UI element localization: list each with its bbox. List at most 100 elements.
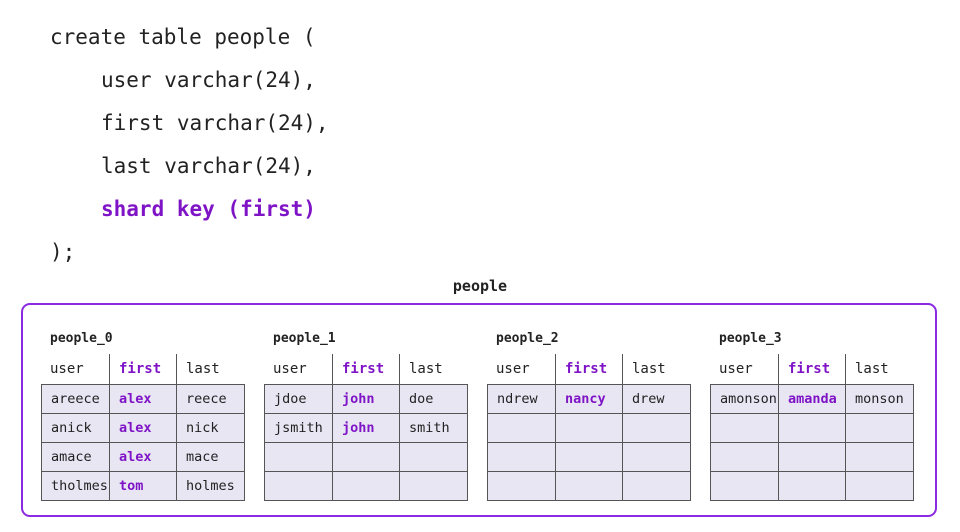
- cell-last: [399, 442, 468, 472]
- cell-user: [487, 413, 556, 443]
- column-header-user: user: [50, 361, 84, 377]
- table-row: [710, 413, 914, 443]
- table-row: [487, 413, 691, 443]
- cell-last: [845, 442, 914, 472]
- cell-last: smith: [399, 413, 468, 443]
- column-header-last: last: [622, 354, 690, 384]
- cell-user: [264, 442, 333, 472]
- cell-first: [555, 442, 623, 472]
- column-header-last: last: [845, 354, 913, 384]
- cell-user: areece: [41, 384, 110, 414]
- cell-user: [264, 471, 333, 501]
- column-header-first: first: [555, 354, 622, 384]
- cell-user: [710, 442, 779, 472]
- database-title: people: [452, 277, 508, 295]
- cell-last: mace: [176, 442, 245, 472]
- cell-last: [845, 413, 914, 443]
- cell-first: [332, 471, 400, 501]
- cell-user: tholmes: [41, 471, 110, 501]
- cell-first: [778, 413, 846, 443]
- table-row: [264, 471, 468, 501]
- column-header-last: last: [399, 354, 467, 384]
- cell-last: nick: [176, 413, 245, 443]
- cell-user: amace: [41, 442, 110, 472]
- cell-first: alex: [109, 384, 177, 414]
- shard-name: people_1: [273, 331, 336, 346]
- cell-first: [555, 471, 623, 501]
- cell-first: [332, 442, 400, 472]
- cell-last: doe: [399, 384, 468, 414]
- shard-name: people_0: [50, 331, 113, 346]
- column-header-first: first: [109, 354, 176, 384]
- cell-last: reece: [176, 384, 245, 414]
- cell-first: alex: [109, 413, 177, 443]
- column-header-first: first: [778, 354, 845, 384]
- cell-user: amonson: [710, 384, 779, 414]
- cell-last: monson: [845, 384, 914, 414]
- cell-user: [710, 471, 779, 501]
- cell-last: [845, 471, 914, 501]
- cell-user: [487, 442, 556, 472]
- code-line-create: create table people (: [50, 25, 316, 49]
- table-row: [487, 442, 691, 472]
- cell-first: [555, 413, 623, 443]
- cell-last: [622, 413, 691, 443]
- cell-first: [778, 471, 846, 501]
- cell-first: tom: [109, 471, 177, 501]
- column-header-user: user: [273, 361, 307, 377]
- table-row: [264, 442, 468, 472]
- cell-first: john: [332, 384, 400, 414]
- cell-first: nancy: [555, 384, 623, 414]
- column-header-last: last: [176, 354, 244, 384]
- code-line-close: );: [50, 240, 76, 264]
- column-header-user: user: [719, 361, 753, 377]
- table-row: [710, 442, 914, 472]
- code-line-last-column: last varchar(24),: [101, 154, 316, 178]
- cell-user: anick: [41, 413, 110, 443]
- cell-user: jdoe: [264, 384, 333, 414]
- cell-user: [710, 413, 779, 443]
- cell-last: [622, 471, 691, 501]
- cell-first: john: [332, 413, 400, 443]
- table-row: [487, 471, 691, 501]
- cell-first: [778, 442, 846, 472]
- table-row: [710, 471, 914, 501]
- code-line-shard-key: shard key (first): [101, 197, 316, 221]
- code-line-user-column: user varchar(24),: [101, 68, 316, 92]
- shard-name: people_2: [496, 331, 559, 346]
- cell-user: [487, 471, 556, 501]
- database-container: [21, 303, 937, 517]
- column-header-first: first: [332, 354, 399, 384]
- shard-name: people_3: [719, 331, 782, 346]
- cell-last: [622, 442, 691, 472]
- cell-last: holmes: [176, 471, 245, 501]
- cell-user: ndrew: [487, 384, 556, 414]
- cell-last: [399, 471, 468, 501]
- cell-first: alex: [109, 442, 177, 472]
- cell-user: jsmith: [264, 413, 333, 443]
- code-line-first-column: first varchar(24),: [101, 111, 329, 135]
- cell-last: drew: [622, 384, 691, 414]
- column-header-user: user: [496, 361, 530, 377]
- cell-first: amanda: [778, 384, 846, 414]
